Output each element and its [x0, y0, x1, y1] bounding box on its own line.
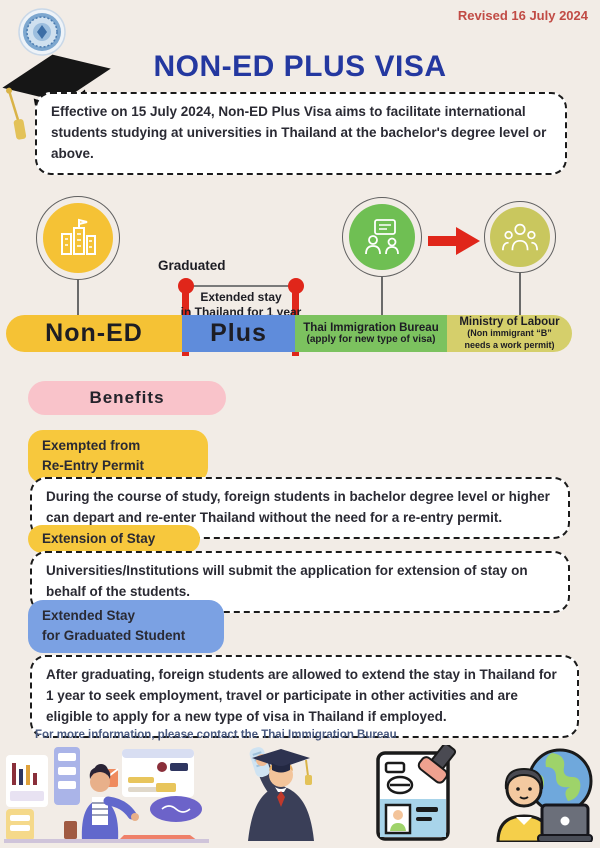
illustration-global-worker [486, 745, 596, 847]
segment-ministry-of-labour: Ministry of Labour (Non immigrant “B” ne… [447, 315, 572, 352]
benefit-label-graduated-stay: Extended Stay for Graduated Student [28, 600, 224, 653]
workers-group-icon [484, 201, 556, 273]
immigration-interview-icon [342, 197, 422, 277]
connector-line [77, 280, 79, 316]
contact-note: For more information, please contact the… [35, 729, 397, 741]
segment-thai-immigration: Thai Immigration Bureau (apply for new t… [295, 315, 447, 352]
segment-plus: Plus [182, 315, 295, 352]
immigration-bureau-logo-icon [18, 8, 66, 56]
page-title: NON-ED PLUS VISA [153, 50, 447, 83]
benefit-label-reentry: Exempted from Re-Entry Permit [28, 430, 208, 483]
graduated-label: Graduated [158, 258, 226, 273]
benefits-heading: Benefits [28, 381, 226, 415]
marker-connector [188, 285, 294, 287]
benefit-label-extension: Extension of Stay [28, 525, 200, 554]
intro-text-box: Effective on 15 July 2024, Non-ED Plus V… [35, 92, 567, 175]
illustration-office-work [4, 745, 209, 848]
illustration-graduate [222, 745, 334, 848]
visa-timeline-bar: Non-ED Plus Thai Immigration Bureau (app… [6, 315, 572, 352]
university-icon [36, 196, 120, 280]
connector-line [381, 277, 383, 316]
arrow-right-icon [428, 227, 480, 255]
benefit-text-graduated-stay: After graduating, foreign students are a… [30, 655, 579, 738]
segment-non-ed: Non-ED [6, 315, 182, 352]
illustration-visa-stamp [370, 742, 472, 848]
revised-date: Revised 16 July 2024 [457, 8, 588, 23]
connector-line [519, 273, 521, 316]
